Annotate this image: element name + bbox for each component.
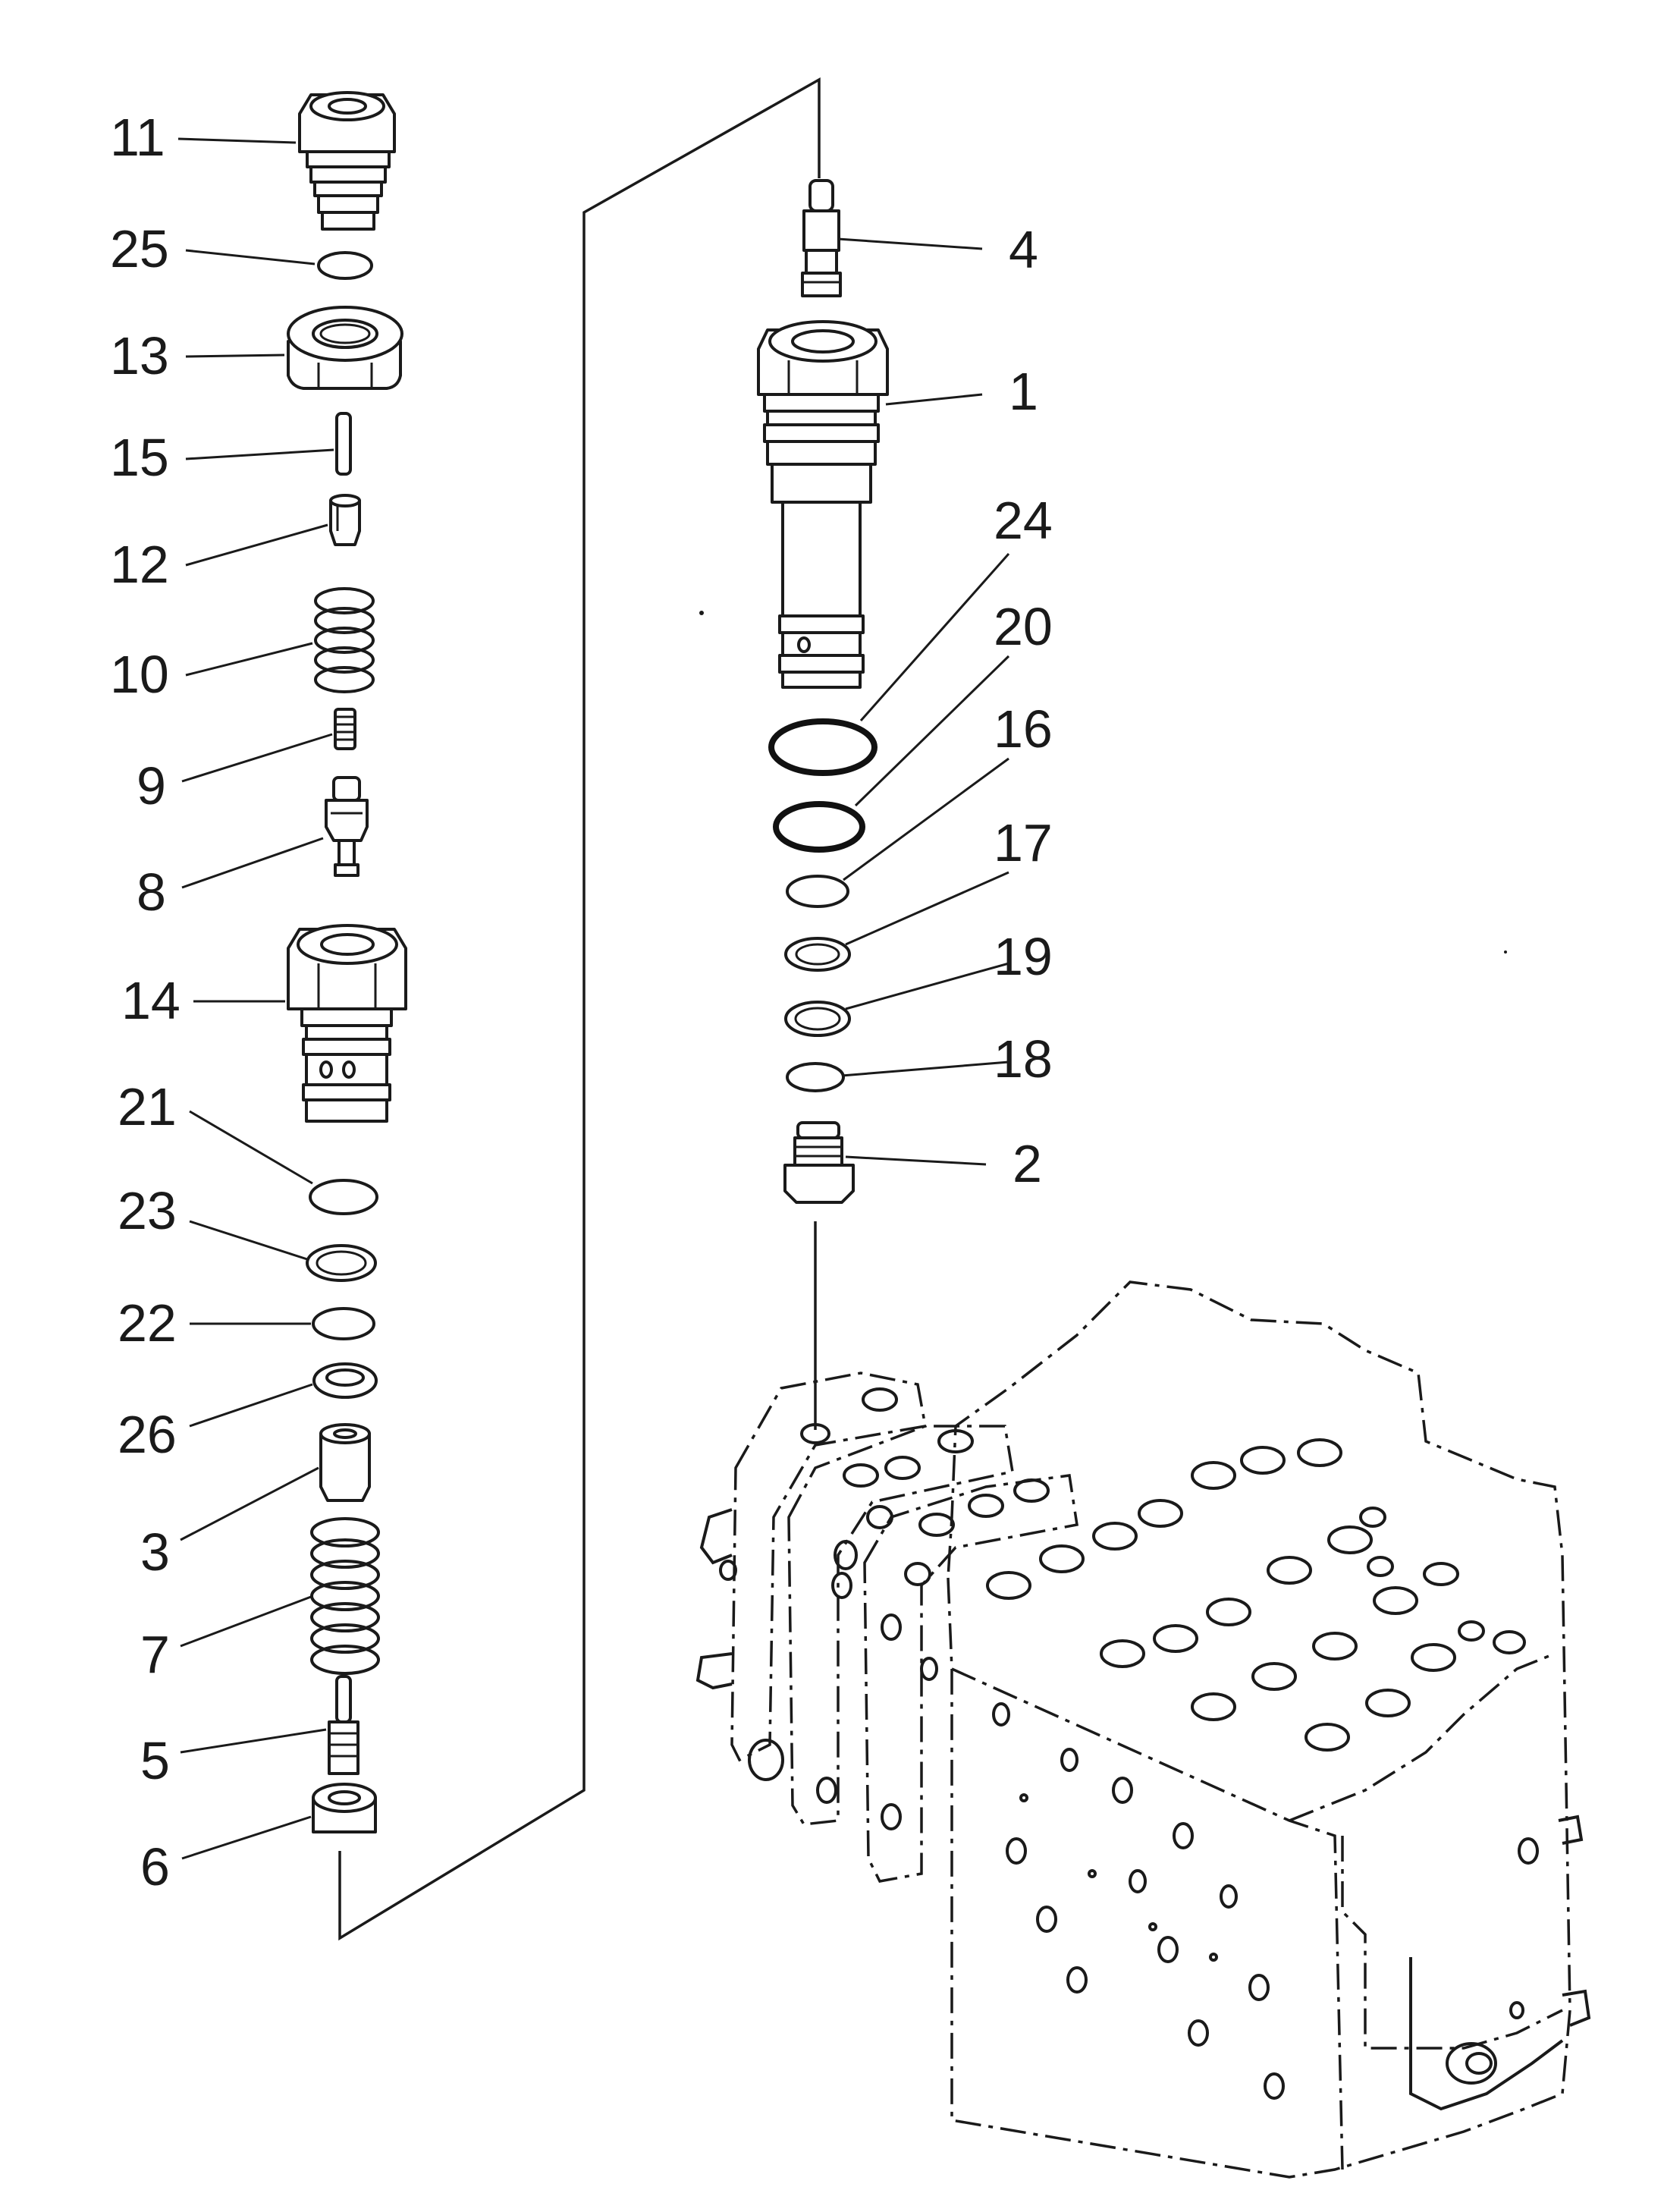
part-9-small-spring	[334, 708, 356, 750]
callout-17: 17	[994, 813, 1053, 872]
scan-speck	[1504, 950, 1507, 954]
callout-11: 11	[110, 108, 165, 167]
callout-labels: 11 25 13 15 12 10 9 8 14 21 23 22 26 3 7…	[110, 108, 1053, 1896]
part-26-ring	[312, 1362, 378, 1399]
part-16-o-ring	[786, 875, 849, 908]
part-18-o-ring	[786, 1062, 845, 1092]
part-5-stem	[328, 1675, 359, 1775]
callout-19: 19	[994, 927, 1053, 986]
callout-10: 10	[110, 645, 169, 704]
callout-18: 18	[994, 1029, 1053, 1089]
callout-2: 2	[1013, 1134, 1042, 1193]
callout-4: 4	[1009, 220, 1038, 279]
callout-24: 24	[994, 491, 1053, 550]
part-19-backup-ring	[784, 1001, 851, 1037]
scan-speck	[699, 611, 704, 615]
callout-22: 22	[118, 1293, 177, 1353]
callout-5: 5	[140, 1731, 170, 1790]
part-1-main-valve-body	[757, 320, 889, 689]
part-25-o-ring	[317, 251, 373, 280]
callout-13: 13	[110, 326, 169, 385]
part-17-backup-ring	[784, 937, 851, 972]
control-valve-block	[695, 1280, 1591, 2179]
part-2-plug	[783, 1121, 855, 1204]
callout-15: 15	[110, 428, 169, 487]
callout-6: 6	[140, 1837, 170, 1896]
assembly-connection-line	[338, 77, 821, 1941]
callout-9: 9	[137, 756, 166, 815]
callout-8: 8	[137, 862, 166, 922]
callout-3: 3	[140, 1522, 170, 1582]
part-4-spool	[801, 179, 842, 297]
part-15-pin	[335, 412, 352, 476]
part-23-backup-ring	[306, 1244, 377, 1282]
callout-23: 23	[118, 1181, 177, 1240]
leader-lines	[177, 137, 1010, 1860]
callout-12: 12	[110, 535, 169, 594]
callout-25: 25	[110, 219, 169, 278]
part-11-cap	[298, 91, 396, 231]
part-3-sleeve	[319, 1423, 371, 1502]
callout-16: 16	[994, 699, 1053, 759]
part-14-valve-body	[287, 924, 407, 1123]
part-10-spring	[314, 587, 375, 693]
part-24-o-ring	[768, 718, 878, 776]
part-22-o-ring	[312, 1307, 375, 1340]
part-20-o-ring	[773, 801, 865, 853]
part-12-piston	[329, 494, 361, 546]
callout-20: 20	[994, 597, 1053, 656]
callout-26: 26	[118, 1405, 177, 1464]
callout-7: 7	[140, 1625, 170, 1684]
callout-21: 21	[118, 1077, 177, 1136]
callout-1: 1	[1009, 362, 1038, 421]
part-7-spring	[310, 1517, 380, 1675]
part-8-poppet	[325, 776, 369, 877]
part-21-o-ring	[309, 1179, 378, 1215]
callout-14: 14	[121, 971, 181, 1030]
part-13-lock-nut	[287, 306, 403, 390]
part-6-plug	[312, 1783, 377, 1833]
